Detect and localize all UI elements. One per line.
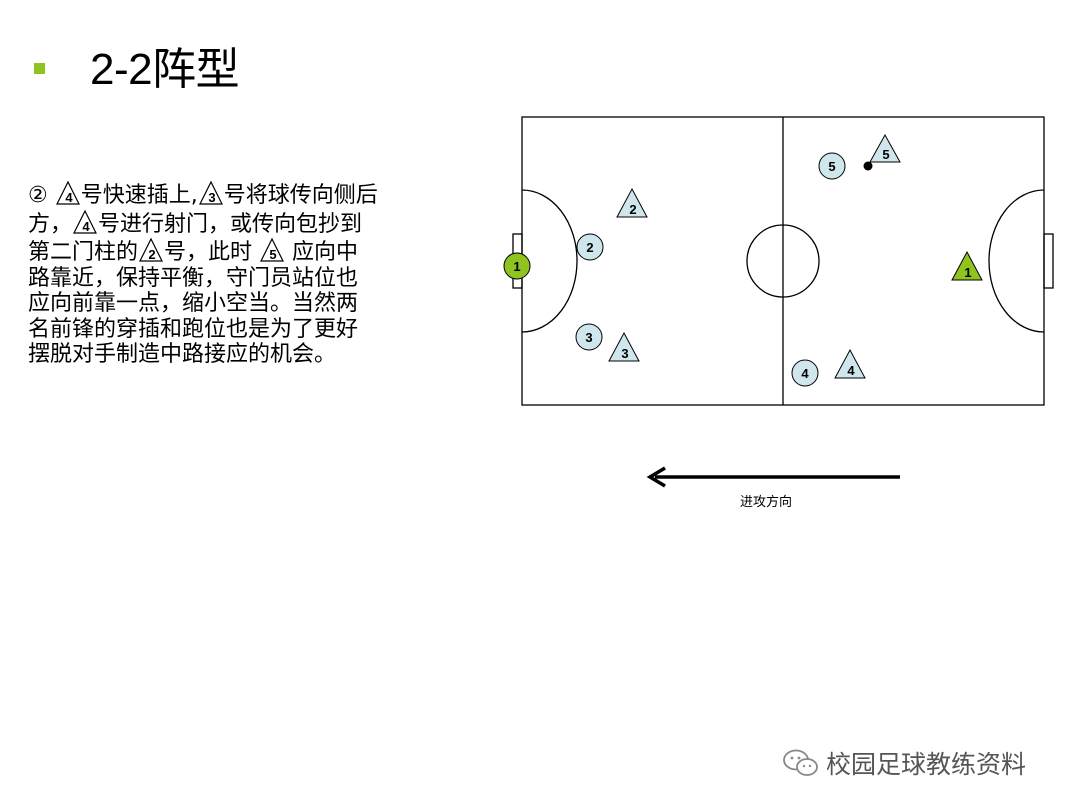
watermark: 校园足球教练资料 bbox=[782, 745, 1026, 781]
inline-marker-label: 5 bbox=[269, 247, 276, 262]
desc-seg-6: 应向中路靠近，保持平衡，守门员站位也应向前靠一点，缩小空当。当然两名前锋的穿插和… bbox=[28, 240, 359, 367]
player-circle-4: 4 bbox=[791, 359, 819, 387]
wechat-icon bbox=[783, 749, 818, 776]
ball bbox=[863, 161, 873, 171]
right-penalty-arc bbox=[988, 189, 1045, 333]
page-title: 2-2阵型 bbox=[90, 45, 240, 94]
desc-seg-5: 号，此时 bbox=[164, 240, 260, 265]
player-triangle-3: 3 bbox=[608, 331, 640, 362]
inline-marker-label: 4 bbox=[65, 190, 73, 205]
player-circle-3: 3 bbox=[575, 323, 603, 351]
desc-seg-3: 号将球传向侧后方， bbox=[28, 183, 378, 237]
inline-triangle-marker: 3 bbox=[198, 180, 224, 206]
attack-direction-label: 进攻方向 bbox=[740, 495, 793, 510]
watermark-text: 校园足球教练资料 bbox=[826, 750, 1027, 779]
center-circle bbox=[746, 224, 820, 298]
player-triangle-label: 4 bbox=[847, 363, 855, 378]
inline-triangle-marker: 4 bbox=[55, 180, 81, 206]
player-triangle-label: 2 bbox=[629, 202, 636, 217]
player-triangle-4: 4 bbox=[834, 348, 866, 379]
player-circle-label: 1 bbox=[513, 259, 520, 274]
desc-seg-2: 号快速插上, bbox=[80, 183, 198, 208]
player-triangle-label: 1 bbox=[964, 265, 971, 280]
inline-triangle-marker: 5 bbox=[259, 237, 285, 263]
right-goal bbox=[1043, 233, 1054, 289]
player-circle-label: 3 bbox=[585, 330, 592, 345]
inline-marker-label: 3 bbox=[208, 190, 215, 205]
player-triangle-5: 5 bbox=[869, 133, 901, 163]
title-bullet bbox=[34, 63, 45, 74]
player-circle-1-goalkeeper: 1 bbox=[503, 252, 531, 280]
player-circle-5: 5 bbox=[818, 152, 846, 180]
inline-triangle-marker: 4 bbox=[72, 209, 98, 235]
player-circle-label: 5 bbox=[828, 159, 835, 174]
inline-marker-label: 4 bbox=[82, 219, 90, 234]
player-triangle-1-goalkeeper: 1 bbox=[951, 250, 983, 281]
attack-direction-arrow bbox=[646, 466, 900, 488]
desc-seg-1: ② bbox=[28, 183, 55, 208]
player-circle-label: 4 bbox=[801, 366, 809, 381]
player-triangle-2: 2 bbox=[616, 187, 648, 218]
player-circle-2: 2 bbox=[576, 233, 604, 261]
player-triangle-label: 3 bbox=[621, 346, 628, 361]
player-triangle-label: 5 bbox=[882, 147, 889, 162]
inline-triangle-marker: 2 bbox=[138, 237, 164, 263]
left-penalty-arc bbox=[521, 189, 578, 333]
desc-seg-4: 号进行射门，或传向包抄到第二门柱的 bbox=[28, 211, 363, 266]
player-circle-label: 2 bbox=[586, 240, 593, 255]
inline-marker-label: 2 bbox=[148, 247, 155, 262]
